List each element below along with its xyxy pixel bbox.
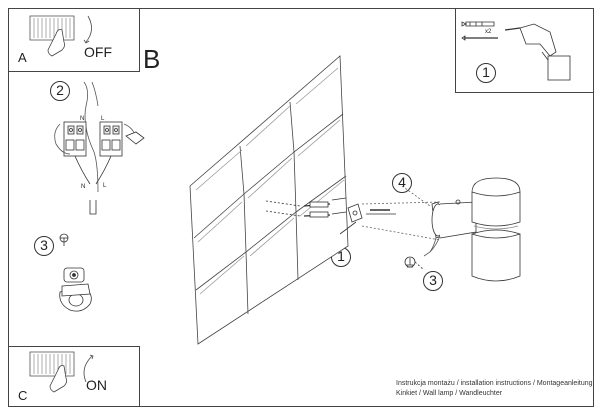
panel-b-letter: B bbox=[143, 44, 161, 74]
panel-a-letter: A bbox=[18, 50, 27, 65]
step-lamp-body-number: 4 bbox=[392, 173, 412, 193]
caption-line-2: Kinkiet / Wall lamp / Wandleuchter bbox=[396, 390, 503, 397]
step-wiring-number: 2 bbox=[50, 81, 70, 101]
screws-quantity: x2 bbox=[485, 29, 492, 35]
panel-tools-frame bbox=[455, 8, 594, 93]
panel-c-action: ON bbox=[86, 377, 107, 393]
switch-off-illustration bbox=[29, 15, 92, 57]
wiring-illustration bbox=[54, 81, 145, 215]
step-ground-left-number: 3 bbox=[34, 236, 54, 256]
label-live-top: L bbox=[101, 116, 105, 122]
assembly-guide-lines bbox=[361, 185, 441, 241]
label-neutral-top: N bbox=[80, 116, 85, 122]
ground-clamp-illustration bbox=[59, 233, 92, 312]
page-frame bbox=[8, 8, 594, 407]
panel-c-letter: C bbox=[18, 388, 28, 403]
panel-a-action: OFF bbox=[84, 44, 112, 60]
panel-a-frame bbox=[8, 8, 140, 72]
tools-illustration bbox=[461, 21, 571, 81]
step-ground-right-number: 3 bbox=[423, 271, 443, 291]
panel-c-frame bbox=[8, 346, 140, 407]
wall-grid-illustration bbox=[189, 55, 349, 345]
mounting-screws-illustration bbox=[265, 197, 396, 235]
label-live-bottom: L bbox=[103, 183, 107, 189]
lamp-illustration bbox=[423, 177, 521, 282]
step-tools-number: 1 bbox=[476, 63, 496, 83]
ground-symbol-illustration bbox=[404, 256, 425, 271]
switch-on-illustration bbox=[29, 351, 94, 393]
caption-line-1: Instrukcja montażu / installation instru… bbox=[396, 380, 593, 387]
label-neutral-bottom: N bbox=[81, 184, 86, 190]
